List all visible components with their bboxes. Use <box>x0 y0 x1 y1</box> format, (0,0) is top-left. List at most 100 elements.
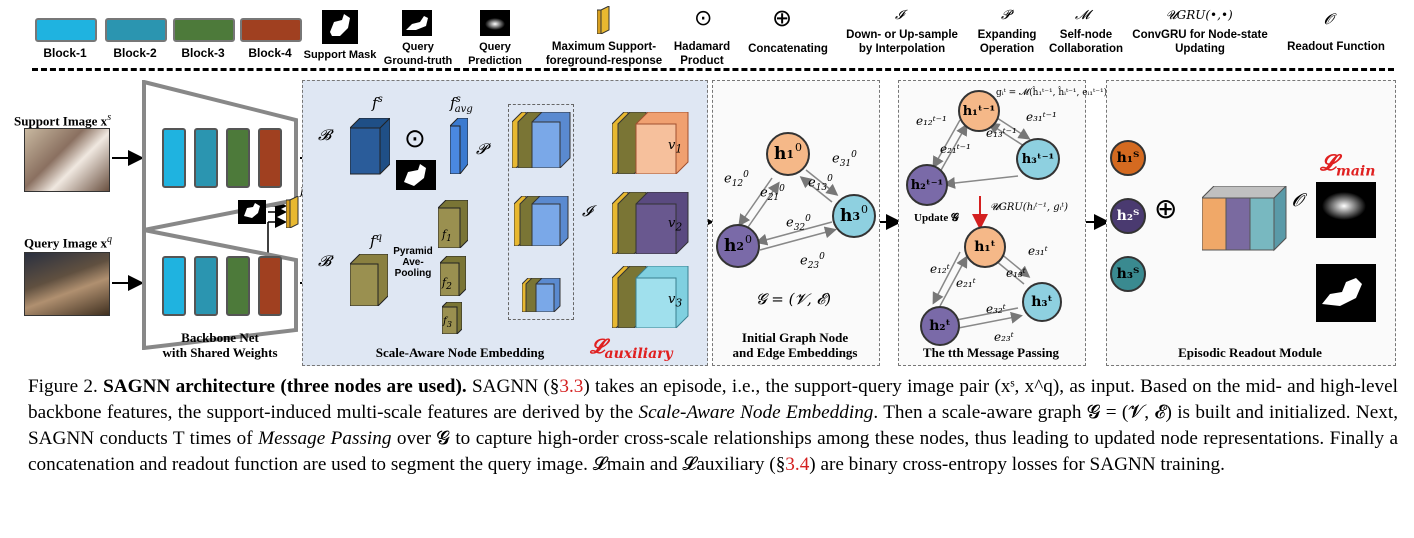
mask-mid-icon <box>396 160 436 190</box>
figure-caption: Figure 2. SAGNN architecture (three node… <box>28 374 1398 478</box>
query-image-label: Query Image xq <box>24 234 113 251</box>
node-h3-prev: h₃ᵗ⁻¹ <box>1016 138 1060 180</box>
mp-edge-label: e₂₃ᵗ <box>994 330 1014 344</box>
group-cube-3 <box>522 278 561 312</box>
fq-cube <box>350 254 388 306</box>
query-groundtruth-icon <box>402 10 432 36</box>
mp-edge-label: e₁₃ᵗ <box>1006 266 1026 280</box>
P-symbol: 𝓟 <box>476 140 487 158</box>
v2-label: v2 <box>668 216 683 234</box>
selfnode-symbol: 𝓜 <box>1075 8 1090 23</box>
f2-cube <box>440 256 466 296</box>
message-passing-title: The tth Message Passing <box>922 345 1060 360</box>
concat-cube <box>1202 186 1287 252</box>
caption-title: SAGNN architecture (three nodes are used… <box>103 376 467 397</box>
edge-label: e230 <box>800 252 825 271</box>
edge-label: e120 <box>724 170 749 189</box>
legend-label: Query Ground-truth <box>383 41 453 67</box>
update-label: Update 𝓖 <box>914 212 959 224</box>
caption-italic: Message Passing <box>258 428 392 449</box>
node-h2-T: h₂ᵀ <box>1110 198 1146 234</box>
caption-text: SAGNN (§ <box>466 376 560 397</box>
f1-label: f1 <box>442 228 452 245</box>
query-image <box>24 252 110 316</box>
v1-cube <box>612 112 689 174</box>
loss-main: 𝓛main <box>1320 150 1376 180</box>
legend-label: Block-3 <box>181 46 225 60</box>
B-symbol: 𝓑 <box>318 252 332 270</box>
node-h1-cur: h₁ᵗ <box>964 226 1006 268</box>
expanding-symbol: 𝓟 <box>1001 8 1011 23</box>
legend-label: Expanding Operation <box>977 29 1037 55</box>
caption-ref-link[interactable]: 3.3 <box>559 376 584 397</box>
node-h2-prev: h₂ᵗ⁻¹ <box>906 164 948 206</box>
edge-label: e320 <box>786 214 811 233</box>
mp-edge-label: e₁₂ᵗ <box>930 262 950 276</box>
node-h1-prev: h₁ᵗ⁻¹ <box>958 90 1000 132</box>
node-h3-cur: h₃ᵗ <box>1022 282 1062 322</box>
block-3 <box>226 256 250 316</box>
block-1 <box>162 256 186 316</box>
fsfr-icon <box>286 196 299 228</box>
hadamard-op: ⊙ <box>404 124 426 154</box>
mask-small-icon <box>238 200 266 224</box>
favg-bar <box>450 118 468 174</box>
group-cube-1 <box>512 112 571 168</box>
block-1-swatch <box>35 18 97 42</box>
support-mask-icon <box>322 10 358 44</box>
legend-label: Hadamard Product <box>673 41 731 67</box>
pyramid-label: Pyramid Ave-Pooling <box>393 246 433 279</box>
node-h1-T: h₁ᵀ <box>1110 140 1146 176</box>
mp-edge-label: e₃₂ᵗ <box>986 302 1006 316</box>
I-symbol: 𝓘 <box>582 202 593 220</box>
graph-equation: 𝓖 = (𝓥, 𝓔) <box>756 290 831 308</box>
concat-icon: ⊕ <box>772 4 793 32</box>
edge-label: e210 <box>760 184 785 203</box>
block-4 <box>258 128 282 188</box>
prediction-image <box>1316 182 1376 238</box>
caption-italic: Scale-Aware Node Embedding <box>638 402 874 423</box>
mp-edge-label: e₂₁ᵗ <box>956 276 976 290</box>
groundtruth-image <box>1316 264 1376 322</box>
caption-text: over 𝓖 to capture high-order cross-scale… <box>28 428 1398 475</box>
readout-symbol: 𝓞 <box>1324 10 1334 28</box>
block-1 <box>162 128 186 188</box>
block-4 <box>258 256 282 316</box>
mp-edge-label: e₂₁ᵗ⁻¹ <box>940 142 971 156</box>
query-prediction-icon <box>480 10 510 36</box>
fs-cube <box>350 118 390 175</box>
loss-auxiliary: 𝓛auxiliary <box>590 334 673 362</box>
block-3-swatch <box>173 18 235 42</box>
legend-label: Query Prediction <box>468 41 522 67</box>
readout-title: Episodic Readout Module <box>1178 345 1322 360</box>
group-cube-2 <box>514 196 569 246</box>
hadamard-icon: ⊙ <box>694 6 713 31</box>
favg-label: fsavg <box>450 94 473 115</box>
caption-text: ) takes an episode, i.e., the support-qu… <box>28 376 1398 423</box>
caption-text: ) are binary cross-entropy losses for SA… <box>809 454 1225 475</box>
block-3 <box>226 128 250 188</box>
mp-edge-label: e₃₁ᵗ⁻¹ <box>1026 110 1057 124</box>
caption-ref-link[interactable]: 3.4 <box>785 454 810 475</box>
caption-fig-number: Figure 2. <box>28 376 104 397</box>
sane-title: Scale-Aware Node Embedding <box>375 345 545 360</box>
v3-cube <box>612 266 689 328</box>
v2-cube <box>612 192 689 254</box>
caption-text: . Then a scale-aware graph 𝓖 = (𝓥, 𝓔) is… <box>28 402 1399 449</box>
mp-edge-label: e₃₁ᵗ <box>1028 244 1048 258</box>
legend-label: Concatenating <box>748 43 828 55</box>
mp-formula-top: gᵢᵗ = 𝓜(ĥ₁ᵗ⁻¹, ĥᵢᵗ⁻¹, eᵢ₁ᵗ⁻¹) <box>996 88 1108 98</box>
mp-edge-label: e₁₂ᵗ⁻¹ <box>916 114 947 128</box>
O-symbol: 𝓞 <box>1292 190 1304 211</box>
legend-label: Maximum Support-foreground-response <box>545 41 663 67</box>
v3-label: v3 <box>668 292 683 310</box>
legend-label: Down- or Up-sample by Interpolation <box>846 29 958 55</box>
legend-label: Block-4 <box>248 46 292 60</box>
legend-label: Block-1 <box>43 46 87 60</box>
block-2 <box>194 128 218 188</box>
concat-op: ⊕ <box>1154 192 1178 225</box>
support-image-label: Support Image xs <box>14 112 112 129</box>
